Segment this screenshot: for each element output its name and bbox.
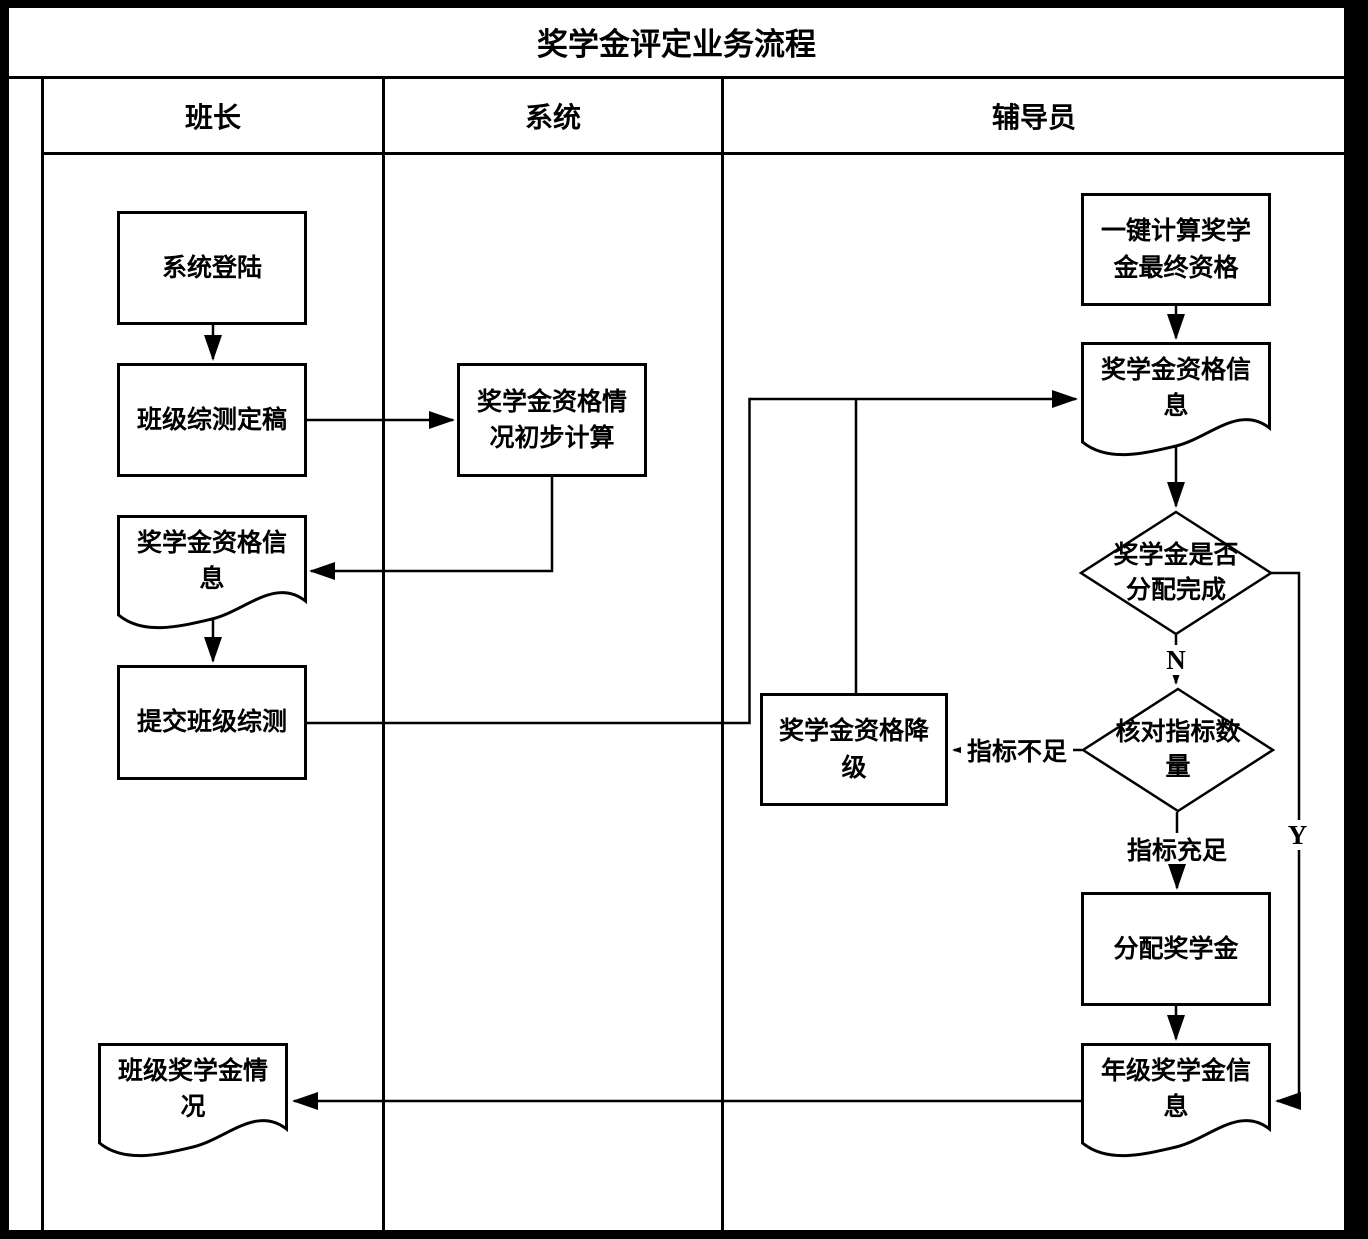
- document-shape: [1081, 342, 1271, 457]
- lane-header-separator: [41, 152, 1344, 155]
- frame-top: [0, 0, 1368, 8]
- decision-diamond-shape: [1078, 510, 1274, 636]
- node-class-schol-status: 班级奖学金情况: [98, 1043, 288, 1167]
- node-prelim-calc: 奖学金资格情况初步计算: [457, 363, 647, 477]
- node-one-click-calc-label: 一键计算奖学金最终资格: [1100, 217, 1251, 282]
- branch-label-sufficient: 指标充足: [1121, 833, 1233, 865]
- node-grade-schol-info: 年级奖学金信息: [1081, 1043, 1271, 1167]
- node-class-eval-final-label: 班级综测定稿: [136, 405, 287, 434]
- frame-left: [0, 0, 9, 1239]
- node-alloc-done-label: 奖学金是否分配完成: [1113, 541, 1239, 604]
- edge-submit-to-scholinfo-right: [307, 390, 1078, 725]
- node-submit-class-eval: 提交班级综测: [117, 665, 307, 780]
- node-schol-info-right-label: 奖学金资格信息: [1100, 356, 1251, 421]
- node-allocate-label: 分配奖学金: [1113, 934, 1239, 963]
- document-shape: [98, 1043, 288, 1158]
- node-sys-login: 系统登陆: [117, 211, 307, 325]
- branch-label-insufficient: 指标不足: [961, 734, 1073, 766]
- branch-label-no: N: [1160, 645, 1192, 675]
- edge-prelim-to-scholinfo-left: [309, 477, 554, 580]
- node-check-quota-label: 核对指标数量: [1115, 718, 1241, 781]
- node-one-click-calc: 一键计算奖学金最终资格: [1081, 193, 1271, 306]
- node-submit-class-eval-label: 提交班级综测: [136, 708, 287, 737]
- node-prelim-calc-label: 奖学金资格情况初步计算: [476, 387, 627, 452]
- node-schol-info-left: 奖学金资格信息: [117, 515, 307, 639]
- node-class-schol-status-label: 班级奖学金情况: [117, 1057, 268, 1122]
- lane-header-counselor: 辅导员: [991, 101, 1076, 133]
- node-grade-schol-info-label: 年级奖学金信息: [1100, 1057, 1251, 1122]
- node-schol-info-left-label: 奖学金资格信息: [136, 529, 287, 594]
- node-downgrade-label: 奖学金资格降级: [778, 717, 929, 782]
- document-shape: [117, 515, 307, 630]
- node-check-quota: 核对指标数量: [1080, 687, 1276, 813]
- lane-header-system: 系统: [524, 101, 581, 133]
- left-strip-divider: [41, 76, 44, 1230]
- node-downgrade: 奖学金资格降级: [760, 693, 948, 806]
- node-allocate: 分配奖学金: [1081, 892, 1271, 1006]
- lane-header-monitor: 班长: [184, 101, 241, 133]
- title-separator: [9, 76, 1344, 79]
- lane-divider-1: [382, 76, 385, 1230]
- node-schol-info-right: 奖学金资格信息: [1081, 342, 1271, 466]
- lane-divider-2: [721, 76, 724, 1230]
- frame-right: [1344, 0, 1368, 1239]
- node-alloc-done: 奖学金是否分配完成: [1078, 510, 1274, 636]
- node-sys-login-label: 系统登陆: [161, 253, 262, 282]
- page-title: 奖学金评定业务流程: [537, 26, 816, 62]
- frame-bottom: [0, 1230, 1368, 1239]
- document-shape: [1081, 1043, 1271, 1158]
- branch-label-yes: Y: [1282, 820, 1313, 850]
- node-class-eval-final: 班级综测定稿: [117, 363, 307, 477]
- decision-diamond-shape: [1080, 687, 1276, 813]
